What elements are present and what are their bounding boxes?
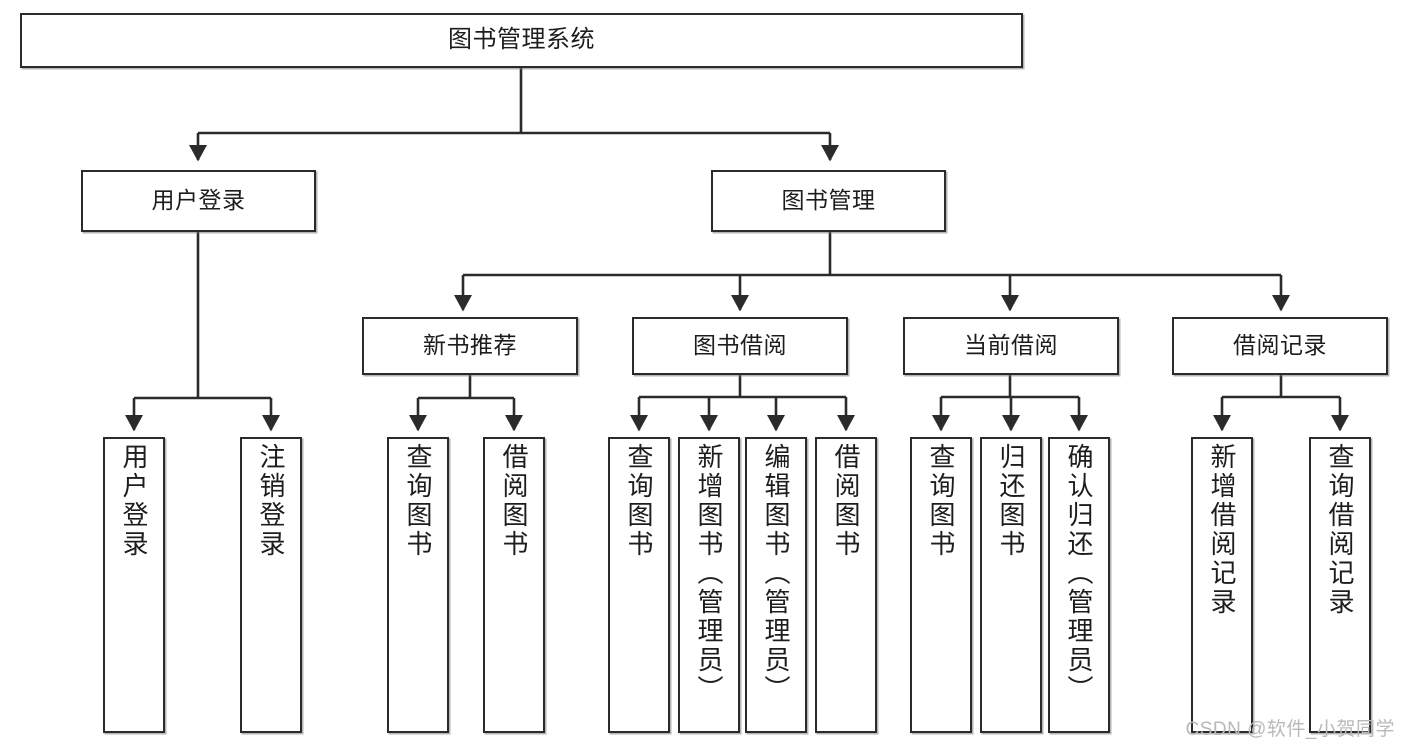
node-label: 用户登录 [151, 187, 246, 214]
node-label: 用户登录 [119, 443, 149, 559]
node-book-borrow[interactable]: 图书借阅 [632, 317, 848, 375]
node-label: 编辑图书（管理员） [761, 443, 791, 704]
node-label: 图书借阅 [693, 332, 787, 359]
node-label: 查询借阅记录 [1325, 443, 1355, 617]
leaf-borrow-book-recommendation[interactable]: 借阅图书 [483, 437, 545, 733]
leaf-query-book-borrow[interactable]: 查询图书 [608, 437, 670, 733]
node-label: 借阅图书 [831, 443, 861, 559]
node-user-login[interactable]: 用户登录 [81, 170, 316, 232]
node-label: 新增图书（管理员） [694, 443, 724, 704]
node-label: 注销登录 [256, 443, 286, 559]
node-label: 图书管理 [781, 187, 876, 214]
node-root-book-management-system[interactable]: 图书管理系统 [20, 13, 1023, 68]
node-label: 借阅图书 [499, 443, 529, 559]
leaf-query-borrow-record[interactable]: 查询借阅记录 [1309, 437, 1371, 733]
node-label: 确认归还（管理员） [1064, 443, 1094, 704]
leaf-query-book-recommendation[interactable]: 查询图书 [387, 437, 449, 733]
leaf-user-login[interactable]: 用户登录 [103, 437, 165, 733]
leaf-logout[interactable]: 注销登录 [240, 437, 302, 733]
node-label: 新增借阅记录 [1207, 443, 1237, 617]
leaf-edit-book-admin[interactable]: 编辑图书（管理员） [745, 437, 807, 733]
leaf-confirm-return-admin[interactable]: 确认归还（管理员） [1048, 437, 1110, 733]
leaf-add-borrow-record[interactable]: 新增借阅记录 [1191, 437, 1253, 733]
node-label: 图书管理系统 [448, 26, 595, 54]
node-label: 归还图书 [996, 443, 1026, 559]
node-label: 借阅记录 [1233, 332, 1327, 359]
leaf-add-book-admin[interactable]: 新增图书（管理员） [678, 437, 740, 733]
node-label: 查询图书 [926, 443, 956, 559]
leaf-borrow-book[interactable]: 借阅图书 [815, 437, 877, 733]
leaf-query-book-current[interactable]: 查询图书 [910, 437, 972, 733]
node-new-book-recommendation[interactable]: 新书推荐 [362, 317, 578, 375]
node-label: 新书推荐 [423, 332, 517, 359]
node-label: 查询图书 [624, 443, 654, 559]
leaf-return-book[interactable]: 归还图书 [980, 437, 1042, 733]
csdn-watermark: CSDN @软件_小贺同学 [1185, 719, 1395, 740]
node-current-borrow[interactable]: 当前借阅 [903, 317, 1119, 375]
node-book-management[interactable]: 图书管理 [711, 170, 946, 232]
node-label: 当前借阅 [964, 332, 1058, 359]
node-label: 查询图书 [403, 443, 433, 559]
node-borrow-record[interactable]: 借阅记录 [1172, 317, 1388, 375]
